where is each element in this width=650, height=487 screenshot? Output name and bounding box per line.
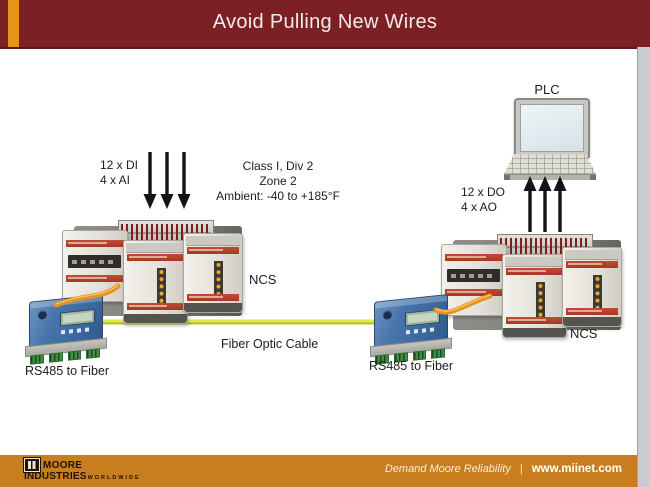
laptop-base [504,174,596,180]
moore-industries-logo: MOORE INDUSTRIES WORLDWIDE [23,457,141,483]
right-io-label: 12 x DO 4 x AO [461,185,506,214]
right-gutter [637,47,650,487]
converter-port-icon [383,309,392,320]
logo-text-industries: INDUSTRIES [24,471,87,482]
logo-text-moore: MOORE [43,459,83,471]
footer-separator: | [519,463,523,475]
plc-label: PLC [534,82,560,97]
led-indicators [535,282,545,318]
page-title: Avoid Pulling New Wires [212,11,438,33]
hazard-area-label: Class I, Div 2 Zone 2 Ambient: -40 to +1… [216,159,340,203]
rs485-converter-left [24,291,107,370]
converter-right-label: RS485 to Fiber [368,359,454,373]
down-arrows-icon [143,152,191,209]
ncs-module [562,247,622,327]
ncs-module [123,240,188,324]
converter-buttons [61,327,91,335]
led-indicators [593,275,603,311]
converter-port-icon [38,309,47,320]
footer-bar: MOORE INDUSTRIES WORLDWIDE Demand Moore … [0,455,650,487]
converter-buttons [406,327,436,335]
converter-lcd [405,308,440,327]
ncs-device-right [441,232,622,340]
led-indicators [214,261,224,297]
moore-logo-icon [23,457,41,473]
rs485-converter-right [369,291,452,370]
ncs-display [447,269,500,282]
converter-left-label: RS485 to Fiber [24,364,110,378]
ncs-module [502,254,567,338]
ncs-left-label: NCS [249,272,277,287]
title-bar: Avoid Pulling New Wires [0,0,650,49]
footer-right-text: Demand Moore Reliability | www.miinet.co… [385,463,622,475]
laptop-keyboard [504,154,596,174]
converter-lcd [60,308,95,327]
ncs-module [183,233,243,313]
up-arrows-icon [523,176,567,232]
logo-text-worldwide: WORLDWIDE [87,475,141,481]
footer-tagline: Demand Moore Reliability [384,463,511,475]
laptop-screen [514,98,590,158]
left-io-label: 12 x DI 4 x AI [100,158,139,187]
plc-laptop [504,98,596,180]
title-bar-accent [8,0,19,47]
ncs-right-label: NCS [570,326,598,341]
ncs-device-left [62,218,243,326]
led-indicators [156,268,166,304]
fiber-cable-label: Fiber Optic Cable [221,337,319,351]
ncs-display [68,255,121,268]
footer-website: www.miinet.com [531,463,622,475]
